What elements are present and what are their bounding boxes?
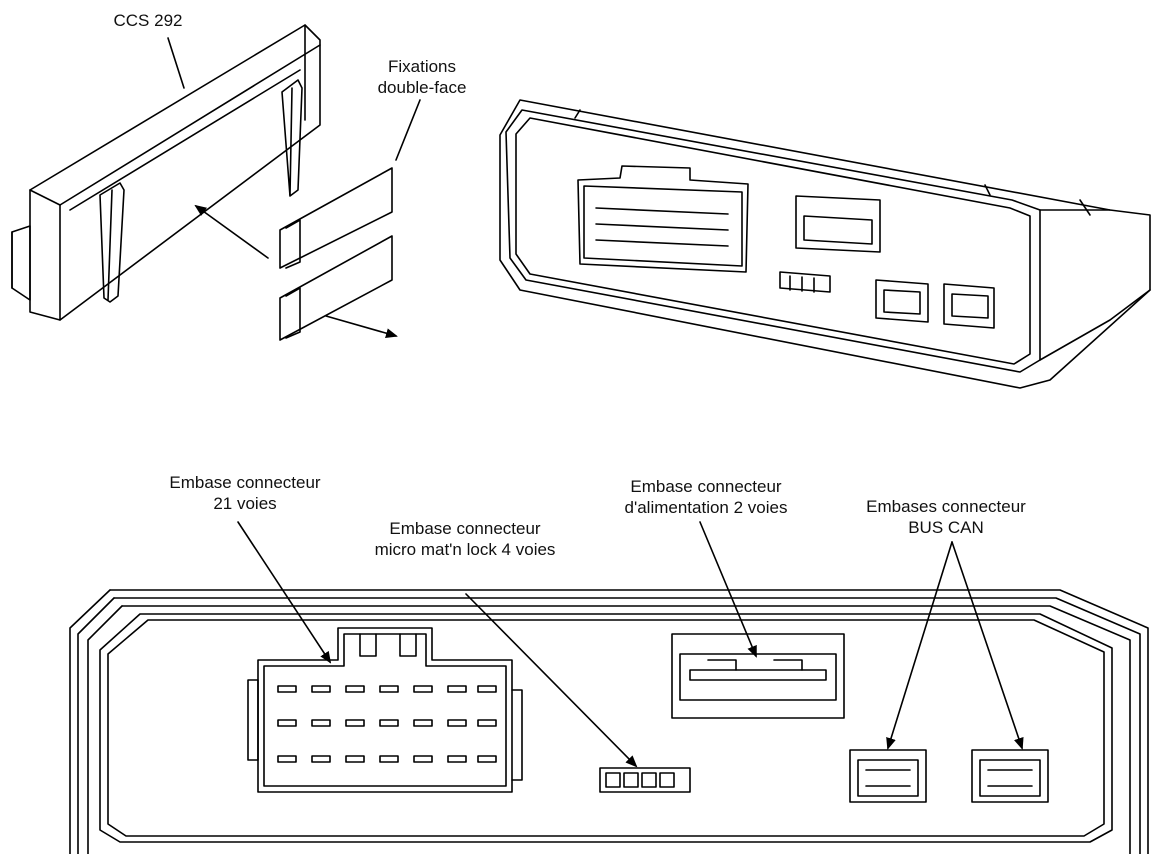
label-embases-bus-can: Embases connecteur BUS CAN bbox=[866, 497, 1026, 537]
micro-arrow bbox=[466, 594, 638, 768]
ccs-module-drawing bbox=[12, 25, 320, 320]
housing-front-drawing bbox=[70, 590, 1148, 854]
pad-arrow-left bbox=[194, 204, 268, 258]
label-ccs-292: CCS 292 bbox=[113, 11, 183, 30]
connector-can-1-drawing bbox=[850, 750, 926, 802]
pad-arrow-right bbox=[326, 316, 398, 339]
can-arrow-2 bbox=[952, 542, 1024, 750]
label-embase-alimentation: Embase connecteur d'alimentation 2 voies bbox=[624, 477, 788, 517]
emb21-arrow bbox=[238, 522, 332, 664]
connector-micro-4-way-drawing bbox=[600, 768, 690, 792]
housing-perspective-drawing bbox=[500, 100, 1150, 388]
connector-can-2-drawing bbox=[972, 750, 1048, 802]
label-fixations: Fixations double-face bbox=[377, 57, 467, 97]
label-embase-21-voies: Embase connecteur 21 voies bbox=[169, 473, 321, 513]
label-embase-micro-4-voies: Embase connecteur micro mat'n lock 4 voi… bbox=[374, 519, 556, 559]
connector-power-2-way-drawing bbox=[672, 634, 844, 718]
connector-21-way-drawing bbox=[248, 628, 522, 792]
adhesive-pads-drawing bbox=[280, 168, 392, 340]
ccs-leader-line bbox=[168, 38, 184, 88]
can-arrow-1 bbox=[886, 542, 952, 750]
fixations-leader-line bbox=[396, 100, 420, 160]
alim-arrow bbox=[700, 522, 756, 658]
